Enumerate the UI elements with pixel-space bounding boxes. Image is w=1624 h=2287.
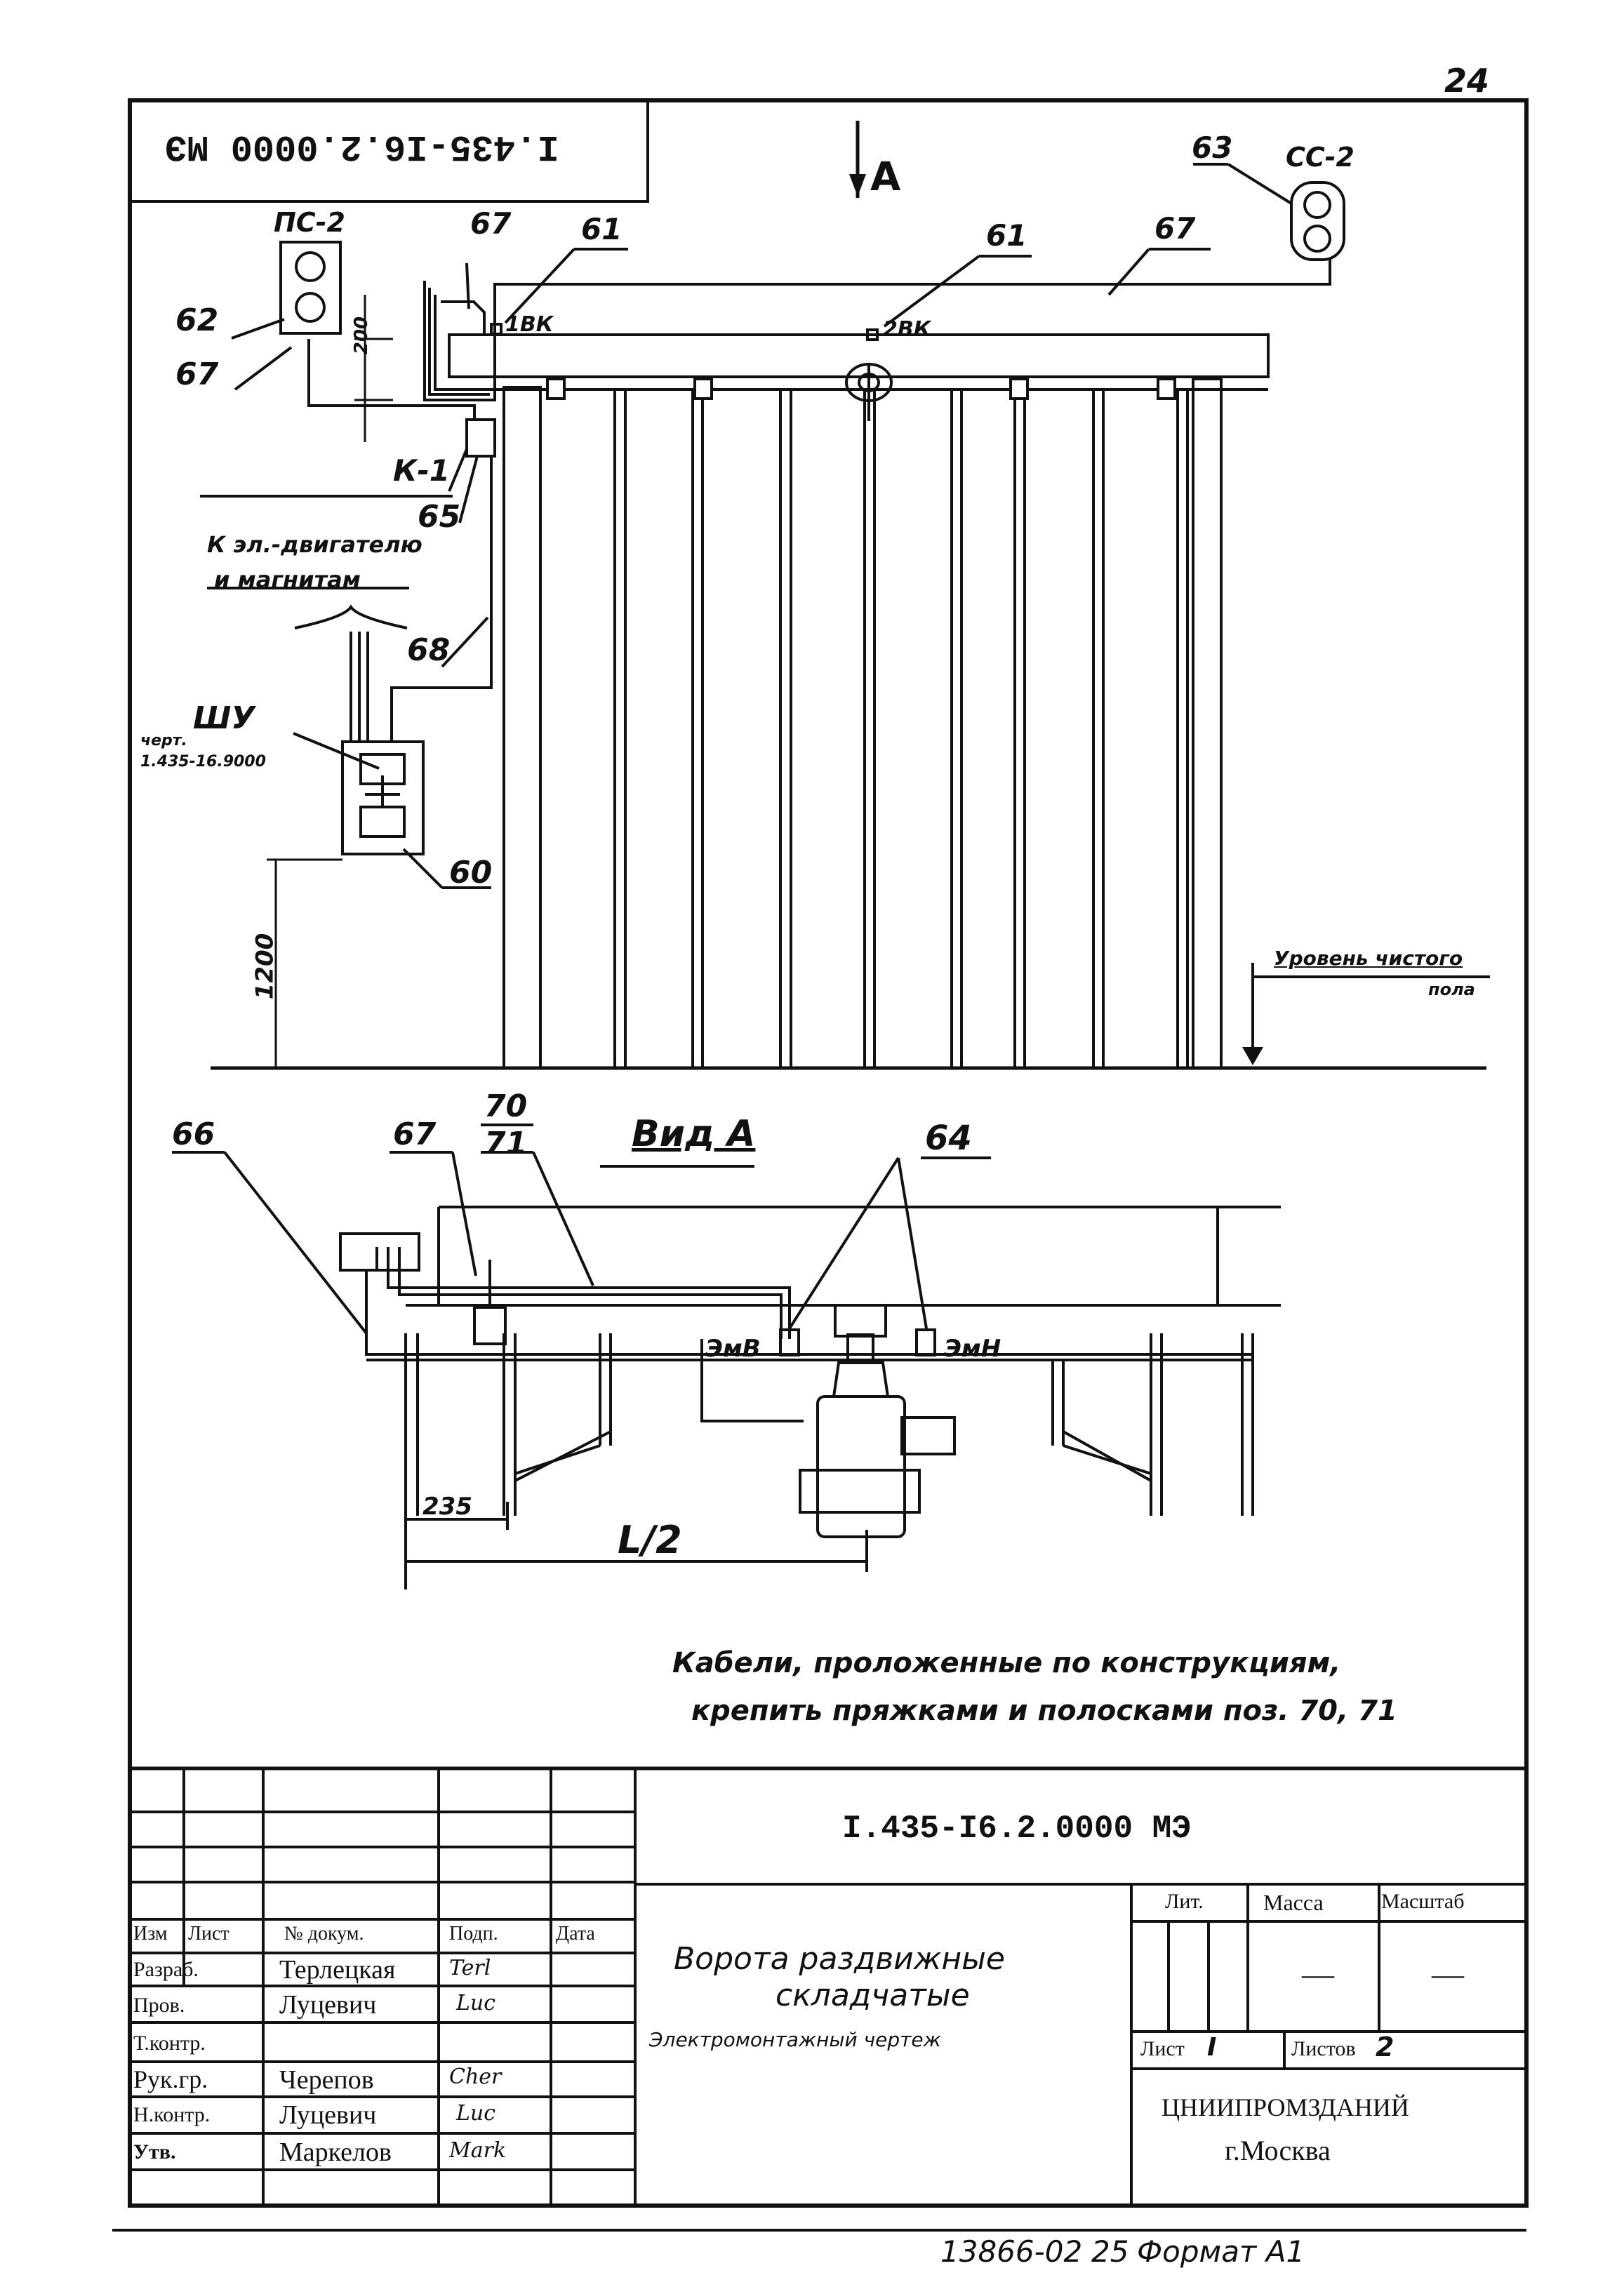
tb-scale-value: — xyxy=(1432,1956,1464,1992)
signature-ncontrol: Luc xyxy=(456,2101,496,2126)
signal-ps2 xyxy=(279,241,342,335)
page-number: 24 xyxy=(1444,62,1490,100)
label-2vk: 2ВК xyxy=(883,317,931,342)
note-line2: крепить пряжками и полосками поз. 70, 71 xyxy=(691,1695,1397,1727)
switch-left xyxy=(473,1306,507,1345)
callout-61-b: 61 xyxy=(986,218,1027,253)
view-arrow-head xyxy=(849,174,866,196)
tb-header-date: Дата xyxy=(556,1923,595,1945)
signature-group-head: Cher xyxy=(449,2065,502,2089)
tb-org-line2: г.Москва xyxy=(1225,2135,1331,2166)
callout-64: 64 xyxy=(925,1119,972,1158)
callout-70: 70 xyxy=(484,1088,528,1124)
tb-sheet-value: I xyxy=(1207,2033,1217,2062)
tb-name-ncontrol: Луцевич xyxy=(279,2100,377,2130)
door-leaves xyxy=(502,378,1223,1069)
signal-ss2 xyxy=(1290,181,1345,261)
tb-header-list: Лист xyxy=(188,1923,229,1945)
tb-name-developer: Терлецкая xyxy=(279,1955,396,1985)
dimension-1200: 1200 xyxy=(251,933,279,1000)
tb-role-tcontrol: Т.контр. xyxy=(133,2032,206,2055)
tb-header-sign: Подп. xyxy=(449,1923,498,1945)
product-title-line1: Ворота раздвижные xyxy=(674,1941,1005,1977)
callout-71: 71 xyxy=(484,1126,528,1161)
tb-role-ncontrol: Н.контр. xyxy=(133,2103,211,2126)
mirrored-stamp: I.435-I6.2.0000 МЭ xyxy=(165,126,559,167)
tb-role-group-head: Рук.гр. xyxy=(133,2065,208,2093)
product-title-line2: складчатые xyxy=(776,1978,970,2013)
callout-67-c: 67 xyxy=(175,356,219,392)
callout-67-b: 67 xyxy=(1154,211,1196,246)
tb-name-group-head: Черепов xyxy=(279,2065,374,2095)
control-cabinet-shu xyxy=(341,740,425,855)
tb-scale-label: Масштаб xyxy=(1381,1890,1465,1913)
tb-lit-label: Лит. xyxy=(1165,1890,1204,1913)
tb-org-line1: ЦНИИПРОМЗДАНИЙ xyxy=(1162,2093,1409,2121)
tb-role-developer: Разраб. xyxy=(133,1958,199,1981)
view-arrow-label: А xyxy=(870,154,901,200)
tb-role-approver: Утв. xyxy=(133,2140,176,2163)
guide-rail xyxy=(448,333,1270,378)
motor-note-line2: и магнитам xyxy=(214,566,361,593)
tb-role-checker: Пров. xyxy=(133,1994,185,2017)
tb-header-doc: № докум. xyxy=(284,1923,364,1945)
drive-body xyxy=(816,1395,906,1538)
dimension-235: 235 xyxy=(422,1493,472,1521)
cabinet-ref-line1: черт. xyxy=(140,732,187,749)
motor-note-line1: К эл.-двигателю xyxy=(207,531,422,558)
magnet-emv xyxy=(779,1328,800,1356)
label-1vk: 1ВК xyxy=(505,312,554,337)
callout-ss2: СС-2 xyxy=(1286,142,1355,173)
callout-68: 68 xyxy=(407,632,451,668)
callout-66: 66 xyxy=(172,1116,215,1152)
tb-sheets-label: Листов xyxy=(1291,2037,1356,2060)
cable-68 xyxy=(390,456,493,740)
stamp-box xyxy=(130,100,649,203)
callout-61-a: 61 xyxy=(581,212,623,246)
cabinet-ref-line2: 1.435-16.9000 xyxy=(140,753,266,771)
signature-checker: Luc xyxy=(456,1991,496,2015)
label-shu: ШУ xyxy=(193,700,255,736)
dimension-l2: L/2 xyxy=(618,1518,682,1562)
limit-switch-2vk xyxy=(866,328,879,341)
note-line1: Кабели, проложенные по конструкциям, xyxy=(672,1647,1341,1679)
junction-k1 xyxy=(465,418,496,458)
callout-67-a: 67 xyxy=(470,206,512,241)
label-emv: ЭмВ xyxy=(705,1335,761,1363)
page-index: 25 xyxy=(1091,2234,1129,2269)
tb-mass-label: Масса xyxy=(1263,1890,1324,1915)
cable-67-top xyxy=(423,260,1331,401)
tb-mass-value: — xyxy=(1302,1956,1334,1992)
tb-header-izm: Изм xyxy=(133,1923,168,1945)
signature-developer: Terl xyxy=(449,1956,491,1980)
callout-83: 63 xyxy=(1192,131,1233,165)
floor-level-line2: пола xyxy=(1428,980,1475,999)
title-block-grid xyxy=(130,1768,1526,2206)
doc-type: Электромонтажный чертеж xyxy=(649,2028,941,2051)
callout-60: 60 xyxy=(449,855,493,891)
signature-approver: Mark xyxy=(449,2138,507,2163)
callout-65: 65 xyxy=(418,499,461,535)
callout-67-d: 67 xyxy=(393,1116,437,1152)
junction-box-66 xyxy=(339,1232,420,1272)
tb-name-approver: Маркелов xyxy=(279,2138,392,2167)
tb-name-checker: Луцевич xyxy=(279,1990,377,2020)
view-a-title: Вид А xyxy=(632,1113,756,1155)
label-k1: К-1 xyxy=(393,453,450,488)
tb-sheets-value: 2 xyxy=(1376,2032,1395,2062)
label-emn: ЭмН xyxy=(944,1335,1001,1363)
sheet-frame xyxy=(128,98,1529,2208)
tb-designation: I.435-I6.2.0000 МЭ xyxy=(842,1811,1191,1847)
callout-62: 62 xyxy=(175,302,219,338)
sheet-format: Формат А1 xyxy=(1137,2234,1305,2269)
drive-head xyxy=(834,1304,887,1338)
floor-level-line1: Уровень чистого xyxy=(1274,947,1463,970)
callout-ps2: ПС-2 xyxy=(274,207,345,238)
archive-number: 13866-02 xyxy=(940,2234,1083,2269)
tb-sheet-label: Лист xyxy=(1140,2037,1185,2060)
magnet-emn xyxy=(915,1328,936,1356)
dimension-200: 200 xyxy=(351,316,373,355)
